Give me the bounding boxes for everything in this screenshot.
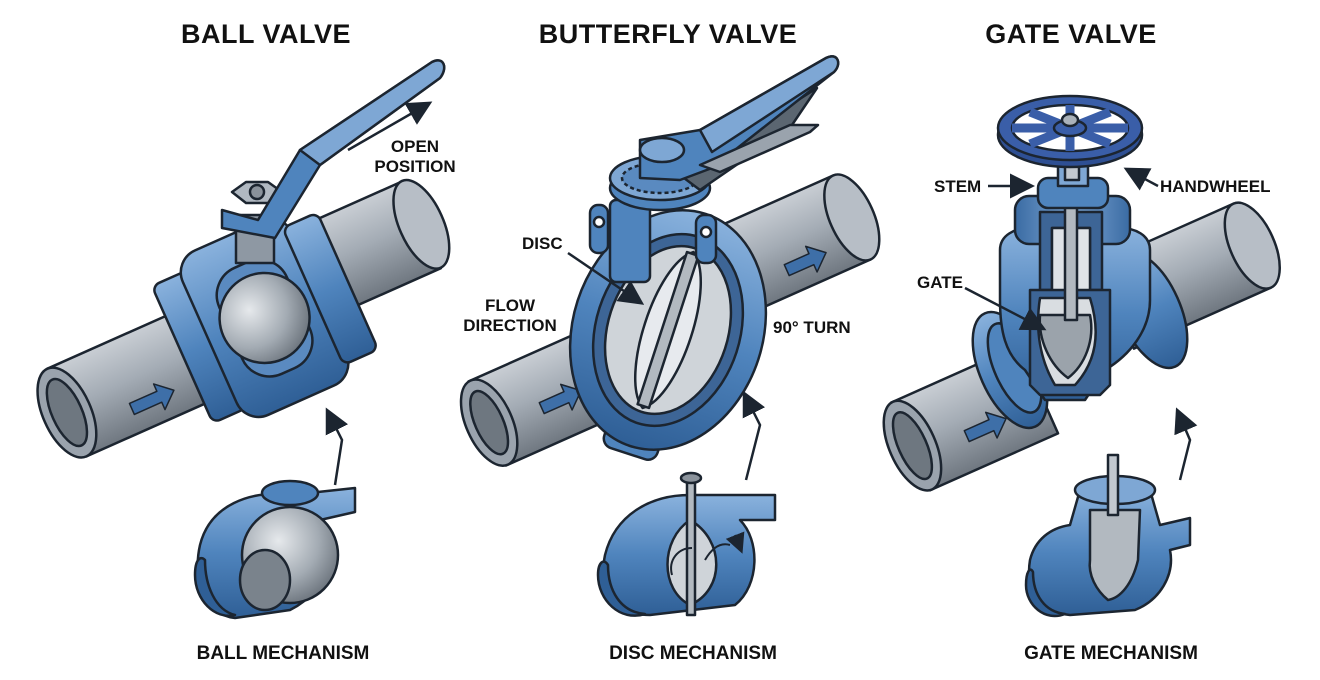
flow-direction-label: FLOW DIRECTION [460, 296, 560, 336]
gate-label: GATE [917, 273, 963, 292]
butterfly-valve-neck [588, 198, 718, 284]
gate-mechanism-pointer [1174, 407, 1198, 481]
ball-valve [36, 59, 451, 459]
open-position-label-line2: POSITION [374, 157, 456, 176]
flow-direction-label-line2: DIRECTION [463, 316, 557, 335]
handwheel-label: HANDWHEEL [1160, 177, 1271, 196]
ninety-degree-turn-label: 90° TURN [773, 318, 851, 337]
open-position-label: OPEN POSITION [370, 137, 460, 177]
open-position-arrow [347, 101, 433, 152]
ball-valve-title: BALL VALVE [180, 19, 352, 49]
gate-mechanism-caption: GATE MECHANISM [1024, 643, 1198, 664]
ball-mechanism-caption: BALL MECHANISM [196, 643, 370, 664]
gate-valve-title: GATE VALVE [985, 19, 1157, 49]
gate-valve [882, 94, 1281, 492]
ball-mechanism-pointer [325, 407, 349, 486]
open-position-label-line1: OPEN [390, 137, 440, 156]
gate-valve-handwheel[interactable] [996, 94, 1144, 169]
butterfly-valve-lever-handle[interactable] [638, 55, 840, 192]
gate-valve-body [998, 194, 1152, 402]
ball-valve-flow-arrow [128, 383, 175, 416]
butterfly-valve-title: BUTTERFLY VALVE [538, 19, 798, 49]
butterfly-valve [459, 55, 881, 467]
ball-valve-lever-handle[interactable] [220, 59, 446, 240]
disc-label: DISC [522, 234, 563, 253]
flow-direction-label-line1: FLOW [484, 296, 536, 315]
disc-mechanism-pointer [742, 390, 766, 481]
disc-mechanism-cutaway [596, 471, 777, 617]
ball-valve-body [153, 213, 377, 422]
disc-arrow [567, 251, 645, 305]
disc-mechanism-caption: DISC MECHANISM [609, 643, 777, 664]
handwheel-arrow [1123, 167, 1159, 191]
butterfly-valve-flow-arrow-outlet [783, 245, 827, 277]
ball-mechanism-cutaway [193, 479, 357, 620]
butterfly-valve-flow-arrow-inlet [538, 383, 582, 415]
gate-valve-flow-arrow [963, 411, 1007, 443]
gate-arrow [964, 286, 1047, 331]
stem-label: STEM [934, 177, 982, 196]
gate-mechanism-cutaway [1024, 453, 1192, 618]
